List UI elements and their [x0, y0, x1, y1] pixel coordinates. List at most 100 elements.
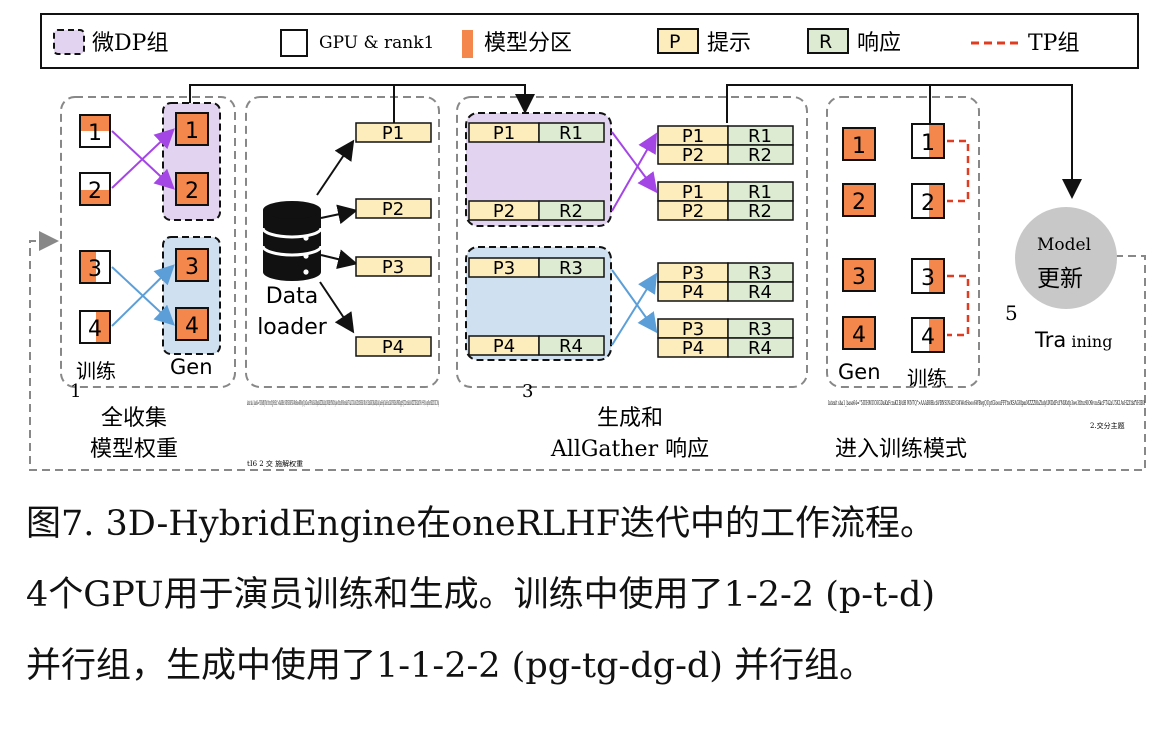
- stage3-step-number: 3: [522, 381, 533, 402]
- svg-text:3: 3: [88, 257, 102, 282]
- response-label: R3: [748, 263, 772, 284]
- gather-arrow-4-to-3: [111, 264, 175, 327]
- stage1-train-label: 训练: [76, 359, 116, 383]
- response-label: R1: [748, 182, 772, 203]
- svg-text:2: 2: [921, 191, 935, 216]
- prompt-label: P3: [493, 258, 515, 279]
- model-update-line2: 更新: [1037, 266, 1083, 292]
- stage1-title-line1: 全收集: [101, 406, 167, 431]
- legend-micro-dp-swatch: [53, 29, 85, 55]
- stage4-garbled-tail: 2.交分主题: [1090, 421, 1125, 430]
- svg-text:2: 2: [88, 179, 102, 204]
- connector-stage3-to-model: [726, 84, 1082, 199]
- prompt-label: P2: [682, 145, 704, 166]
- train-gpu-3: 3: [79, 250, 111, 284]
- prompt-p2: P2: [355, 198, 432, 220]
- legend-gpu-label: GPU & rank1: [319, 33, 434, 53]
- stage4-title: 进入训练模式: [835, 437, 967, 462]
- tp-group-link-1: [947, 139, 970, 203]
- svg-text:3: 3: [921, 266, 935, 291]
- stage4-container: [826, 96, 980, 388]
- svg-text:1: 1: [185, 119, 199, 144]
- train-gpu-1: 1: [79, 114, 111, 148]
- prompt-p1: P1: [355, 122, 432, 144]
- stage4-train-label: 训练: [907, 366, 947, 390]
- stage2-garbled-text: latexit sha1_base64="HU/h6f8jUWxcYttrcv5…: [247, 400, 439, 407]
- prompt-label: P4: [682, 282, 704, 303]
- stage1-title-line2: 模型权重: [90, 437, 178, 462]
- stage4-train-gpu-4: 4: [911, 317, 945, 353]
- response-label: R4: [748, 338, 772, 359]
- response-label: R3: [748, 319, 772, 340]
- stage4-garbled-text: latexit sha1_base64="5IUHMUC6GDaKxFcmK1B…: [828, 400, 1145, 407]
- stage5-step-number: 5: [1005, 301, 1018, 325]
- prompt-label: P2: [493, 201, 515, 222]
- prompt-p3: P3: [355, 256, 432, 278]
- stage4-gen-gpu-2: 2: [842, 183, 876, 217]
- stage1-step-number: 1: [70, 381, 81, 402]
- caption-line-1: 图7. 3D-HybridEngine在oneRLHF迭代中的工作流程。: [26, 504, 936, 544]
- model-update-circle: [1015, 207, 1117, 309]
- response-label: R1: [748, 126, 772, 147]
- gathered-pair-7: P3 R3: [657, 318, 794, 340]
- allgather-arrow-p1-down: [611, 131, 658, 194]
- caption-line-2: 4个GPU用于演员训练和生成。训练中使用了1-2-2 (p-t-d): [26, 575, 936, 615]
- response-label: R4: [559, 336, 583, 357]
- response-label: R2: [748, 145, 772, 166]
- prompt-label: P3: [682, 319, 704, 340]
- legend-tp-label: TP组: [1028, 31, 1079, 56]
- legend: 微DP组 GPU & rank1 模型分区 P 提示 R 响应 TP组: [40, 13, 1139, 69]
- legend-response-label: 响应: [857, 31, 901, 56]
- svg-text:4: 4: [852, 323, 866, 348]
- data-loader-label-line2: loader: [257, 315, 328, 340]
- model-update-line1: Model: [1037, 235, 1091, 255]
- loader-arrow-p3: [320, 249, 358, 269]
- prompt-label: P3: [682, 263, 704, 284]
- stage2-garbled-tail: tI6 2 交 施解权重: [247, 459, 303, 468]
- svg-text:P4: P4: [382, 337, 404, 358]
- gen-gpu-4: 4: [175, 307, 209, 341]
- connector-gen-to-stage3: [189, 84, 535, 114]
- svg-text:3: 3: [185, 255, 199, 280]
- workflow-diagram: 微DP组 GPU & rank1 模型分区 P 提示 R 响应 TP组 1: [29, 13, 1146, 471]
- stage1-container: [60, 96, 236, 388]
- feedback-loop: [29, 231, 1146, 471]
- allgather-arrow-p2-up: [611, 132, 657, 212]
- stage4: 1 2 3 4 1 2 3: [828, 123, 1145, 462]
- prompt-label: P1: [682, 182, 704, 203]
- caption-line-3: 并行组，生成中使用了1-1-2-2 (pg-tg-dg-d) 并行组。: [26, 646, 875, 686]
- svg-text:2: 2: [852, 190, 866, 215]
- svg-text:1: 1: [921, 131, 935, 156]
- gen-gpu-3: 3: [175, 248, 209, 282]
- allgather-arrow-p3-down: [611, 269, 658, 334]
- stage4-train-gpu-3: 3: [911, 258, 945, 294]
- svg-text:2: 2: [185, 179, 199, 204]
- svg-text:3: 3: [852, 265, 866, 290]
- svg-text:P3: P3: [382, 257, 404, 278]
- stage3-title-line2: AllGather 响应: [550, 437, 709, 462]
- gen-gpu-2: 2: [175, 172, 209, 206]
- legend-prompt-box-letter: P: [669, 31, 680, 53]
- svg-text:P1: P1: [382, 123, 404, 144]
- stage1-gen-label: Gen: [170, 355, 213, 379]
- response-label: R2: [748, 201, 772, 222]
- svg-text:P2: P2: [382, 199, 404, 220]
- legend-micro-dp-label: 微DP组: [92, 31, 168, 56]
- response-label: R1: [559, 123, 583, 144]
- legend-gpu-swatch: [280, 29, 308, 57]
- loader-arrow-p4: [319, 281, 355, 334]
- stage3-container: [456, 96, 808, 388]
- legend-response-swatch: [807, 28, 849, 54]
- gathered-pair-5: P3 R3: [657, 262, 794, 284]
- legend-prompt-label: 提示: [707, 31, 751, 56]
- stage5-training-label: Tra ining: [1034, 328, 1112, 352]
- stage4-gen-gpu-4: 4: [842, 316, 876, 350]
- response-label: R3: [559, 258, 583, 279]
- database-icon: [261, 201, 323, 281]
